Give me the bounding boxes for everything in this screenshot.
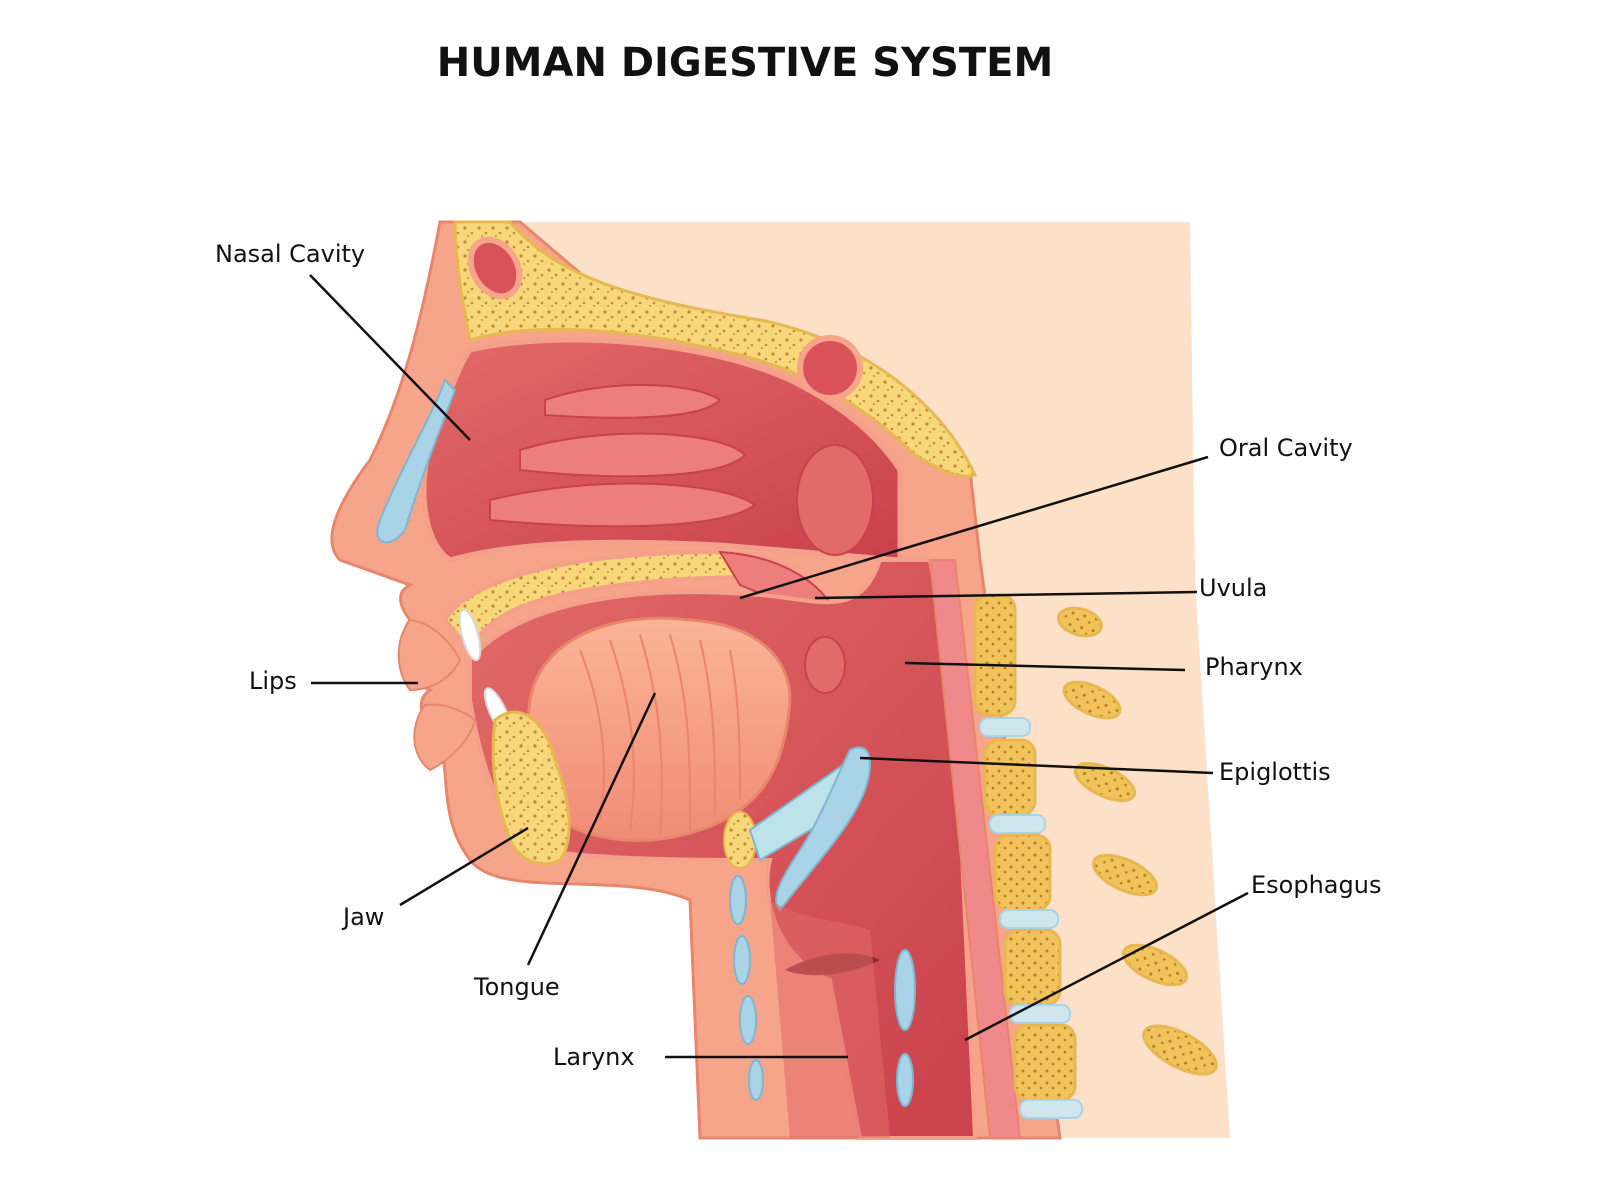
label-epiglottis: Epiglottis xyxy=(1219,758,1331,786)
label-oral-cavity: Oral Cavity xyxy=(1219,434,1353,462)
label-jaw: Jaw xyxy=(343,903,384,931)
label-larynx: Larynx xyxy=(553,1043,635,1071)
label-pharynx: Pharynx xyxy=(1205,653,1303,681)
label-uvula: Uvula xyxy=(1199,574,1267,602)
label-esophagus: Esophagus xyxy=(1251,871,1381,899)
label-lips: Lips xyxy=(249,667,297,695)
label-tongue: Tongue xyxy=(474,973,560,1001)
hyoid-bone xyxy=(724,812,756,868)
label-nasal-cavity: Nasal Cavity xyxy=(215,240,365,268)
adenoid xyxy=(797,445,873,555)
tonsil xyxy=(805,637,845,693)
